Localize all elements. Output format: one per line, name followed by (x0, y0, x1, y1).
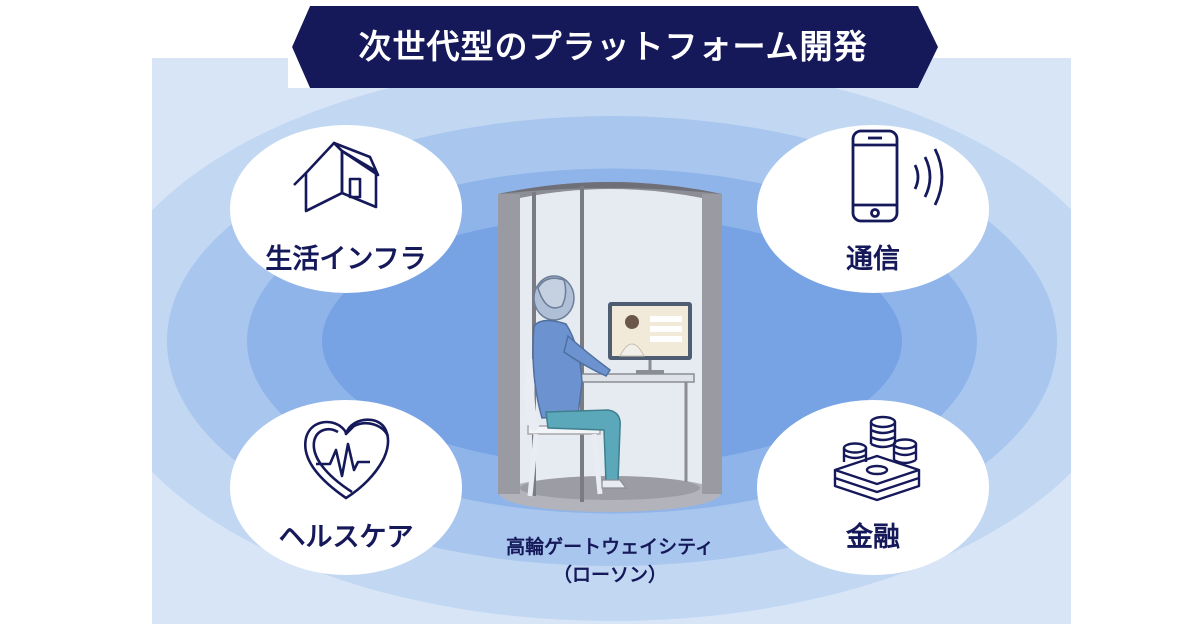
title-banner: 次世代型のプラットフォーム開発 (288, 6, 938, 88)
house-icon (293, 141, 380, 213)
heart-pulse-icon (303, 418, 390, 500)
center-label-line1: 高輪ゲートウェイシティ (506, 536, 714, 558)
smartphone-signal-icon (851, 129, 944, 223)
center-label-line2: （ローソン） (552, 564, 667, 586)
label-telecom: 通信 (846, 244, 900, 275)
category-bubble-infrastructure: 生活インフラ (230, 125, 462, 293)
category-bubble-healthcare: ヘルスケア (230, 400, 462, 575)
label-healthcare: ヘルスケア (278, 522, 414, 553)
label-finance: 金融 (846, 522, 900, 553)
label-infrastructure: 生活インフラ (265, 244, 427, 275)
telemedicine-booth-illustration (498, 182, 722, 512)
coins-cash-icon (833, 415, 921, 502)
banner-title: 次世代型のプラットフォーム開発 (358, 27, 868, 66)
category-bubble-finance: 金融 (757, 400, 989, 575)
category-bubble-telecom: 通信 (757, 125, 989, 293)
